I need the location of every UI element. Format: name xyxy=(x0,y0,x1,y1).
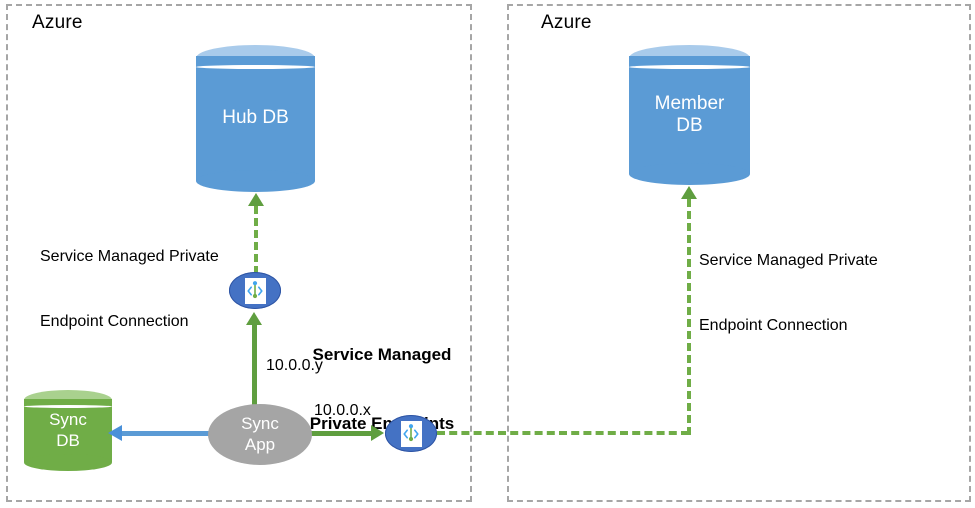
member-connection-label-line2: Endpoint Connection xyxy=(699,316,848,334)
hub-db-bottom-ellipse xyxy=(196,170,315,192)
member-db-bottom-ellipse xyxy=(629,163,750,185)
member-db-body xyxy=(629,56,750,174)
sync-db-cylinder: Sync DB xyxy=(24,390,112,471)
hub-connection-label-line2: Endpoint Connection xyxy=(40,312,189,330)
member-connection-label-line1: Service Managed Private xyxy=(699,252,878,270)
sync-app-to-hub-endpoint-arrowhead xyxy=(246,312,262,325)
member-db-cylinder: Member DB xyxy=(629,45,750,185)
sync-app-label-line2: App xyxy=(244,434,276,454)
hub-db-cylinder: Hub DB xyxy=(196,45,315,192)
member-connection-arrowhead xyxy=(681,186,697,199)
ip-label-hub: 10.0.0.y xyxy=(266,357,323,374)
sync-db-body xyxy=(24,399,112,462)
sync-app-label-line1: Sync xyxy=(241,414,279,434)
private-link-glyph xyxy=(403,423,419,441)
azure-left-panel-label: Azure xyxy=(32,12,83,33)
hub-db-label-line1: Hub DB xyxy=(222,107,289,129)
hub-db-rim xyxy=(196,65,315,69)
azure-right-panel-label: Azure xyxy=(541,12,592,33)
hub-db-body xyxy=(196,56,315,181)
sync-app-to-sync-db-arrowhead xyxy=(108,425,122,441)
sync-app-to-member-endpoint-line xyxy=(307,431,379,436)
private-link-glyph xyxy=(247,280,263,298)
endpoints-title-line1: Service Managed xyxy=(312,344,452,364)
member-db-label-line2: DB xyxy=(676,115,703,136)
private-endpoint-hub[interactable] xyxy=(229,272,281,309)
service-managed-private-endpoints-title: Service Managed Private Endpoints xyxy=(297,298,467,482)
azure-left-panel xyxy=(6,4,472,502)
hub-connection-arrowhead xyxy=(248,193,264,206)
private-link-icon xyxy=(400,420,422,447)
member-db-label: Member DB xyxy=(629,45,750,185)
sync-db-bottom-ellipse xyxy=(24,454,112,471)
sync-app-ellipse: Sync App xyxy=(208,404,312,465)
sync-app-to-member-endpoint-arrowhead xyxy=(371,425,384,441)
member-db-label-line1: Member xyxy=(654,92,725,114)
hub-connection-label-line1: Service Managed Private xyxy=(40,248,219,266)
azure-right-panel xyxy=(507,4,971,502)
sync-app-to-hub-endpoint-line xyxy=(252,325,257,425)
private-link-icon xyxy=(244,277,266,304)
member-connection-horizontal-line xyxy=(437,431,689,435)
ip-label-member: 10.0.0.x xyxy=(314,402,371,419)
sync-db-label: Sync DB xyxy=(24,390,112,471)
private-endpoint-member[interactable] xyxy=(385,415,437,452)
member-db-rim xyxy=(629,65,750,69)
member-connection-label: Service Managed Private Endpoint Connect… xyxy=(699,207,878,380)
hub-db-label: Hub DB xyxy=(196,45,315,192)
sync-db-label-line1: Sync xyxy=(49,410,87,430)
sync-db-rim xyxy=(24,405,112,408)
member-connection-vertical-line xyxy=(687,199,691,435)
sync-db-label-line2: DB xyxy=(56,430,80,450)
sync-app-to-sync-db-line xyxy=(122,431,212,436)
hub-connection-label: Service Managed Private Endpoint Connect… xyxy=(40,203,219,376)
hub-private-endpoint-connection-line xyxy=(254,206,258,274)
